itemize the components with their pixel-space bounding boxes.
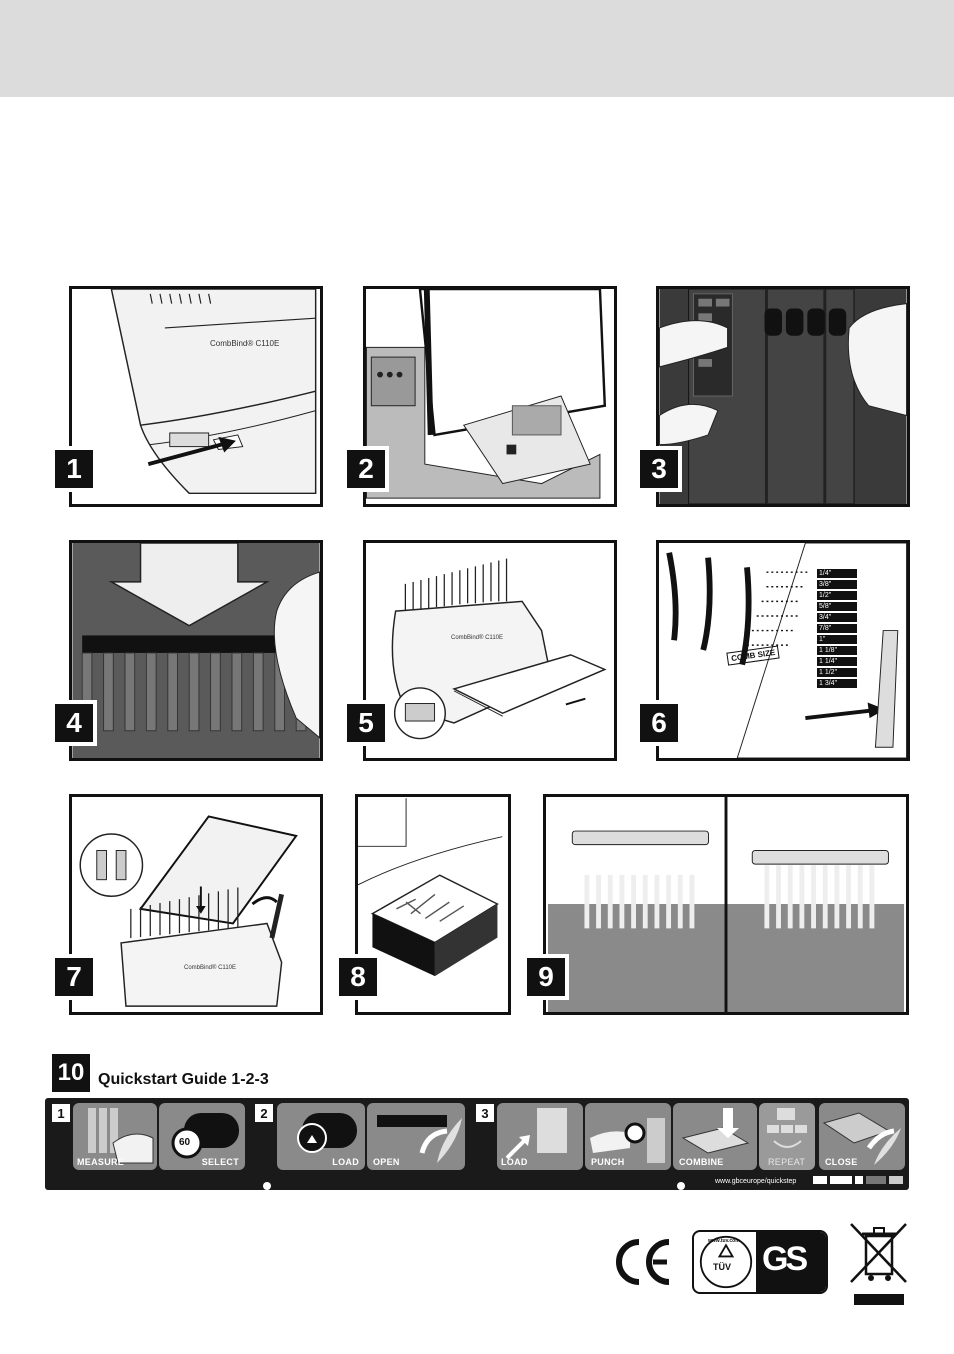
control-panel-illustration bbox=[659, 289, 907, 504]
size-tick: 1 1/8" bbox=[817, 646, 857, 655]
tuv-url: www.tuv.com bbox=[708, 1238, 740, 1244]
ce-mark-icon bbox=[616, 1239, 670, 1285]
size-tick: 1 1/2" bbox=[817, 668, 857, 677]
machine-with-paper-illustration bbox=[391, 558, 607, 740]
gs-label: GS bbox=[762, 1240, 808, 1278]
tuv-seal-icon bbox=[699, 1235, 753, 1289]
tile-combine: COMBINE bbox=[673, 1103, 757, 1170]
quickstart-step-1: 1 bbox=[52, 1104, 70, 1122]
gs-badge: GS bbox=[756, 1232, 826, 1292]
header-band bbox=[0, 0, 954, 97]
tile-label: MEASURE bbox=[77, 1157, 125, 1167]
tile-label: REPEAT bbox=[768, 1157, 806, 1167]
size-scale: 1/4" 3/8" 1/2" 5/8" 3/4" 7/8" 1" 1 1/8" … bbox=[817, 569, 857, 690]
binding-machine-illustration bbox=[110, 289, 317, 495]
tile-label: COMBINE bbox=[679, 1157, 724, 1167]
size-tick: 5/8" bbox=[817, 602, 857, 611]
panel-5: CombBind® C110E bbox=[363, 540, 617, 761]
step-number-7: 7 bbox=[51, 954, 97, 1000]
load-comb-icon bbox=[297, 1113, 357, 1153]
tile-load-comb: LOAD bbox=[277, 1103, 365, 1170]
panel-brand: CombBind® C110E bbox=[184, 965, 237, 971]
quickstart-step-3: 3 bbox=[476, 1104, 494, 1122]
tile-close: CLOSE bbox=[819, 1103, 905, 1170]
tile-label: SELECT bbox=[201, 1157, 239, 1167]
tile-load-paper: LOAD bbox=[497, 1103, 583, 1170]
combine-icon bbox=[681, 1108, 750, 1154]
quickstart-step-2: 2 bbox=[255, 1104, 273, 1122]
step-number-3: 3 bbox=[636, 446, 682, 492]
punch-icon bbox=[590, 1118, 665, 1163]
size-tick: 7/8" bbox=[817, 624, 857, 633]
step-number-6: 6 bbox=[636, 700, 682, 746]
size-tick: 1/4" bbox=[817, 569, 857, 578]
panel-4 bbox=[69, 540, 323, 761]
comb-size-gauge-illustration bbox=[666, 543, 907, 758]
measure-icon bbox=[88, 1108, 154, 1164]
quickstart-strip: 1 2 3 MEASURE 60 SELECT LOAD OPEN bbox=[45, 1098, 909, 1190]
size-tick: 1" bbox=[817, 635, 857, 644]
step-number-9: 9 bbox=[523, 954, 569, 1000]
tuv-label: TÜV bbox=[713, 1262, 731, 1272]
ce-mark bbox=[613, 1237, 673, 1287]
panel-2 bbox=[363, 286, 617, 507]
size-tick: 1 1/4" bbox=[817, 657, 857, 666]
panel-brand: CombBind® C110E bbox=[210, 339, 280, 348]
tile-label: LOAD bbox=[332, 1157, 359, 1167]
tile-repeat: REPEAT bbox=[759, 1103, 815, 1170]
load-paper-icon bbox=[505, 1108, 567, 1160]
size-tick: 1 3/4" bbox=[817, 679, 857, 688]
panel-brand: CombBind® C110E bbox=[451, 635, 504, 641]
quickstart-number: 10 bbox=[52, 1054, 90, 1092]
gauge-value: 60 bbox=[179, 1137, 191, 1148]
size-tick: 1/2" bbox=[817, 591, 857, 600]
panel-9 bbox=[543, 794, 909, 1015]
step-number-4: 4 bbox=[51, 700, 97, 746]
tile-label: LOAD bbox=[501, 1157, 528, 1167]
panel-3 bbox=[656, 286, 910, 507]
tile-measure: MEASURE bbox=[73, 1103, 157, 1170]
panel-1: CombBind® C110E bbox=[69, 286, 323, 507]
open-icon bbox=[377, 1115, 462, 1163]
weee-mark bbox=[848, 1220, 910, 1306]
tile-open: OPEN bbox=[367, 1103, 465, 1170]
strip-marker bbox=[677, 1182, 685, 1190]
quickstart-url: www.gbceurope/quickstep bbox=[715, 1178, 797, 1185]
tuv-gs-mark: TÜV www.tuv.com GS bbox=[692, 1230, 828, 1294]
tile-select: 60 SELECT bbox=[159, 1103, 245, 1170]
strip-swatches bbox=[813, 1176, 903, 1184]
crossed-bin-icon bbox=[850, 1223, 907, 1305]
tile-label: PUNCH bbox=[591, 1157, 625, 1167]
panel-7: CombBind® C110E bbox=[69, 794, 323, 1015]
select-dial-icon bbox=[171, 1113, 239, 1159]
step-number-8: 8 bbox=[335, 954, 381, 1000]
tile-punch: PUNCH bbox=[585, 1103, 671, 1170]
strip-marker bbox=[263, 1182, 271, 1190]
comb-closing-illustration bbox=[547, 797, 905, 1012]
close-icon bbox=[822, 1112, 901, 1165]
size-tick: 3/4" bbox=[817, 613, 857, 622]
size-tick: 3/8" bbox=[817, 580, 857, 589]
repeat-icon bbox=[767, 1108, 807, 1148]
comb-placement-illustration bbox=[72, 543, 320, 758]
panel-8 bbox=[355, 794, 511, 1015]
step-number-2: 2 bbox=[343, 446, 389, 492]
ce-label-hidden: CE bbox=[613, 1290, 615, 1291]
step-number-1: 1 bbox=[51, 446, 97, 492]
waste-tray-illustration bbox=[358, 798, 503, 977]
tile-label: OPEN bbox=[373, 1157, 400, 1167]
step-number-5: 5 bbox=[343, 700, 389, 746]
quickstart-title: Quickstart Guide 1-2-3 bbox=[98, 1071, 269, 1088]
book-on-comb-illustration bbox=[79, 815, 298, 1007]
paper-insertion-illustration bbox=[366, 289, 607, 499]
tile-label: CLOSE bbox=[825, 1157, 858, 1167]
panel-6: COMB SIZE 1/4" 3/8" 1/2" 5/8" 3/4" 7/8" … bbox=[656, 540, 910, 761]
